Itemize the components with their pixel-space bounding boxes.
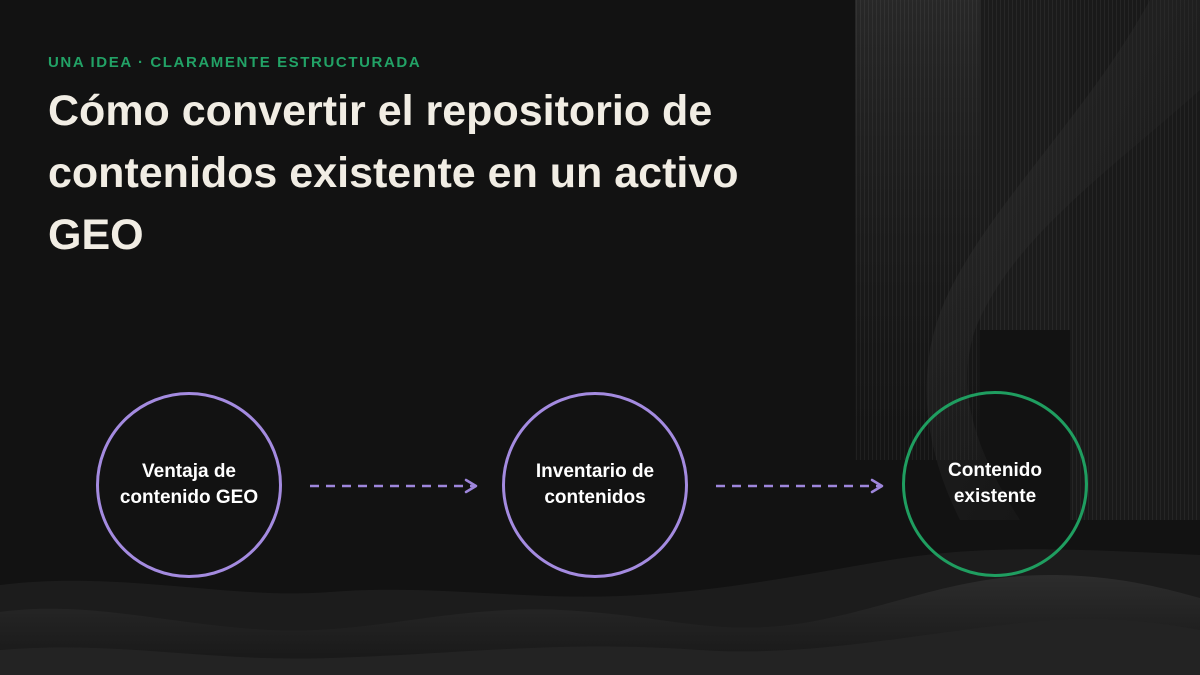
- background-swoosh: [926, 0, 1200, 520]
- flow-node-ventaja: Ventaja de contenido GEO: [96, 392, 282, 578]
- flow-node-label: Contenido existente: [948, 460, 1042, 507]
- page-title: Cómo convertir el repositorio de conteni…: [48, 87, 739, 259]
- flow-node-label: Inventario de contenidos: [535, 461, 655, 508]
- flow-arrow-1: [310, 478, 478, 494]
- eyebrow-text: UNA IDEA · CLARAMENTE ESTRUCTURADA: [48, 54, 422, 71]
- background-dune-front: [0, 618, 1200, 675]
- flow-node-label: Ventaja de contenido GEO: [119, 461, 259, 508]
- flow-arrow-2: [716, 478, 884, 494]
- flow-node-inventario: Inventario de contenidos: [502, 392, 688, 578]
- flow-node-contenido-existente: Contenido existente: [902, 391, 1088, 577]
